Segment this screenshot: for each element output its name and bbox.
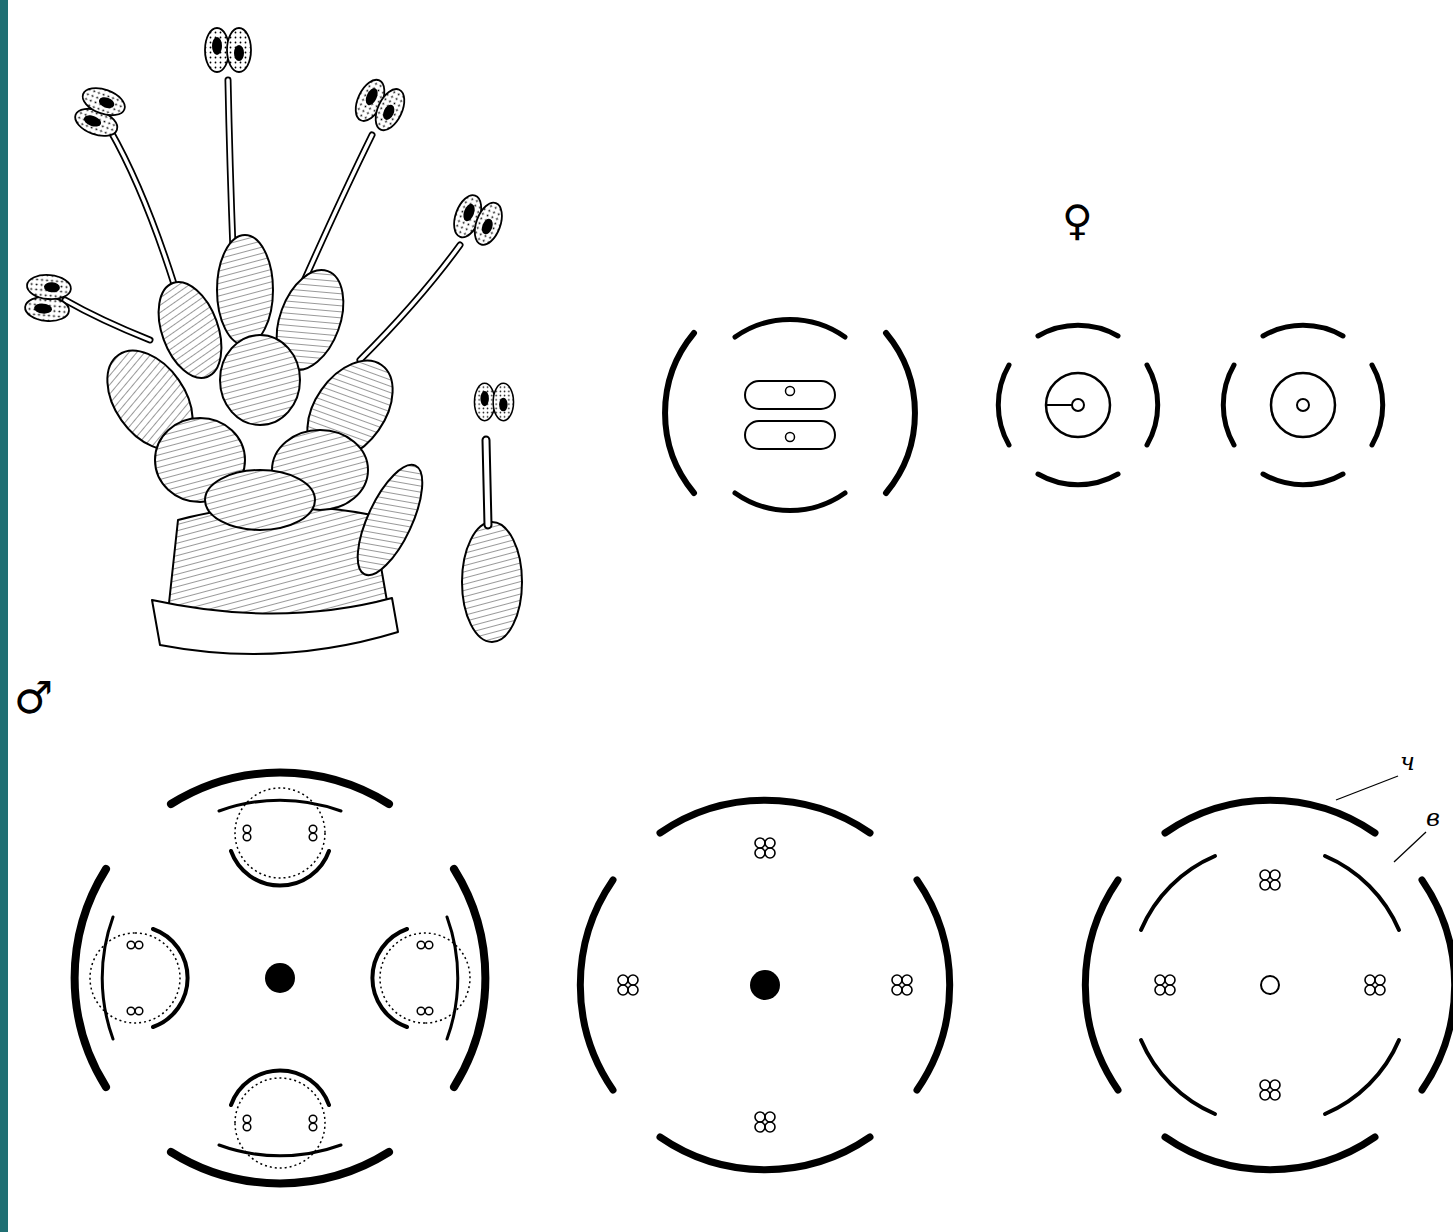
callout-letter: ч [1400,750,1415,774]
floral-diagram [665,319,915,510]
male-diagram [580,800,949,1169]
leader-line [1336,776,1426,862]
female-diagram [998,325,1157,484]
cyathium-drawing [24,28,522,654]
female-diagram [1223,325,1382,484]
callout-letter: в [1426,806,1440,830]
edge-strip [0,0,8,1232]
male-diagram [75,773,486,1184]
sex-symbol: ♀ [1062,200,1093,242]
sex-symbol: ♂ [14,676,53,720]
male-diagram [1085,800,1453,1169]
